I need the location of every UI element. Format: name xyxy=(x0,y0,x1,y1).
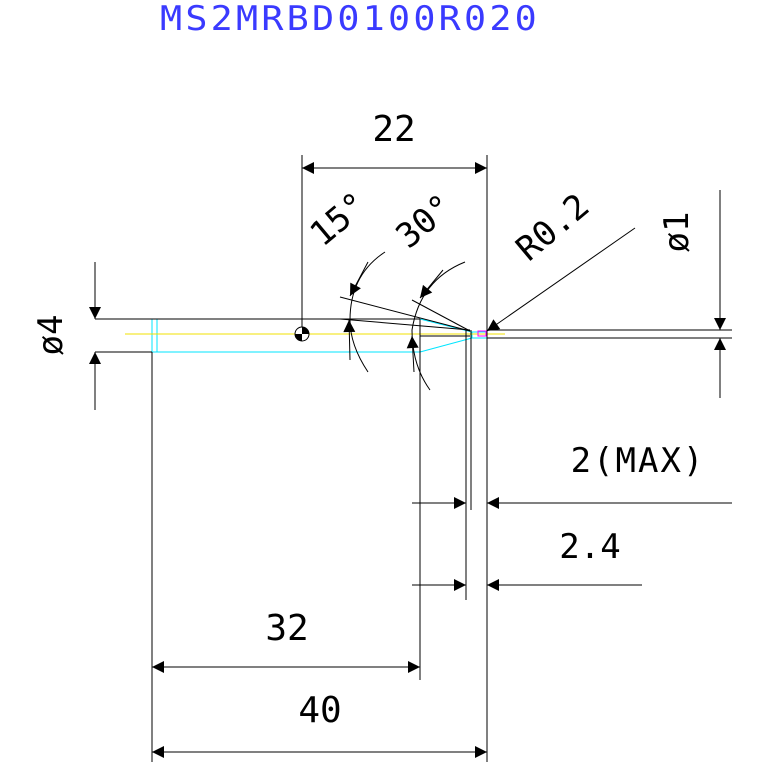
label-r0-2: R0.2 xyxy=(509,186,597,269)
tip-radius xyxy=(477,330,487,337)
label-15-deg: 15° xyxy=(303,185,376,255)
label-22: 22 xyxy=(372,109,415,150)
dimension-lines xyxy=(89,162,732,758)
label-phi1: ø1 xyxy=(657,212,697,253)
drawing-title: MS2MRBD0100R020 xyxy=(160,0,540,39)
label-40: 40 xyxy=(298,690,341,731)
label-30-deg: 30° xyxy=(389,187,462,257)
label-2-max: 2(MAX) xyxy=(571,441,706,481)
label-32: 32 xyxy=(265,608,308,649)
geometry-lines xyxy=(95,155,732,762)
label-phi4: ø4 xyxy=(31,315,71,356)
angle-arcs xyxy=(349,251,466,391)
dimension-labels: 22 40 32 2(MAX) 2.4 ø4 ø1 15° 30° R0.2 xyxy=(31,109,706,731)
center-mark xyxy=(294,326,310,342)
label-2-4: 2.4 xyxy=(559,527,620,567)
